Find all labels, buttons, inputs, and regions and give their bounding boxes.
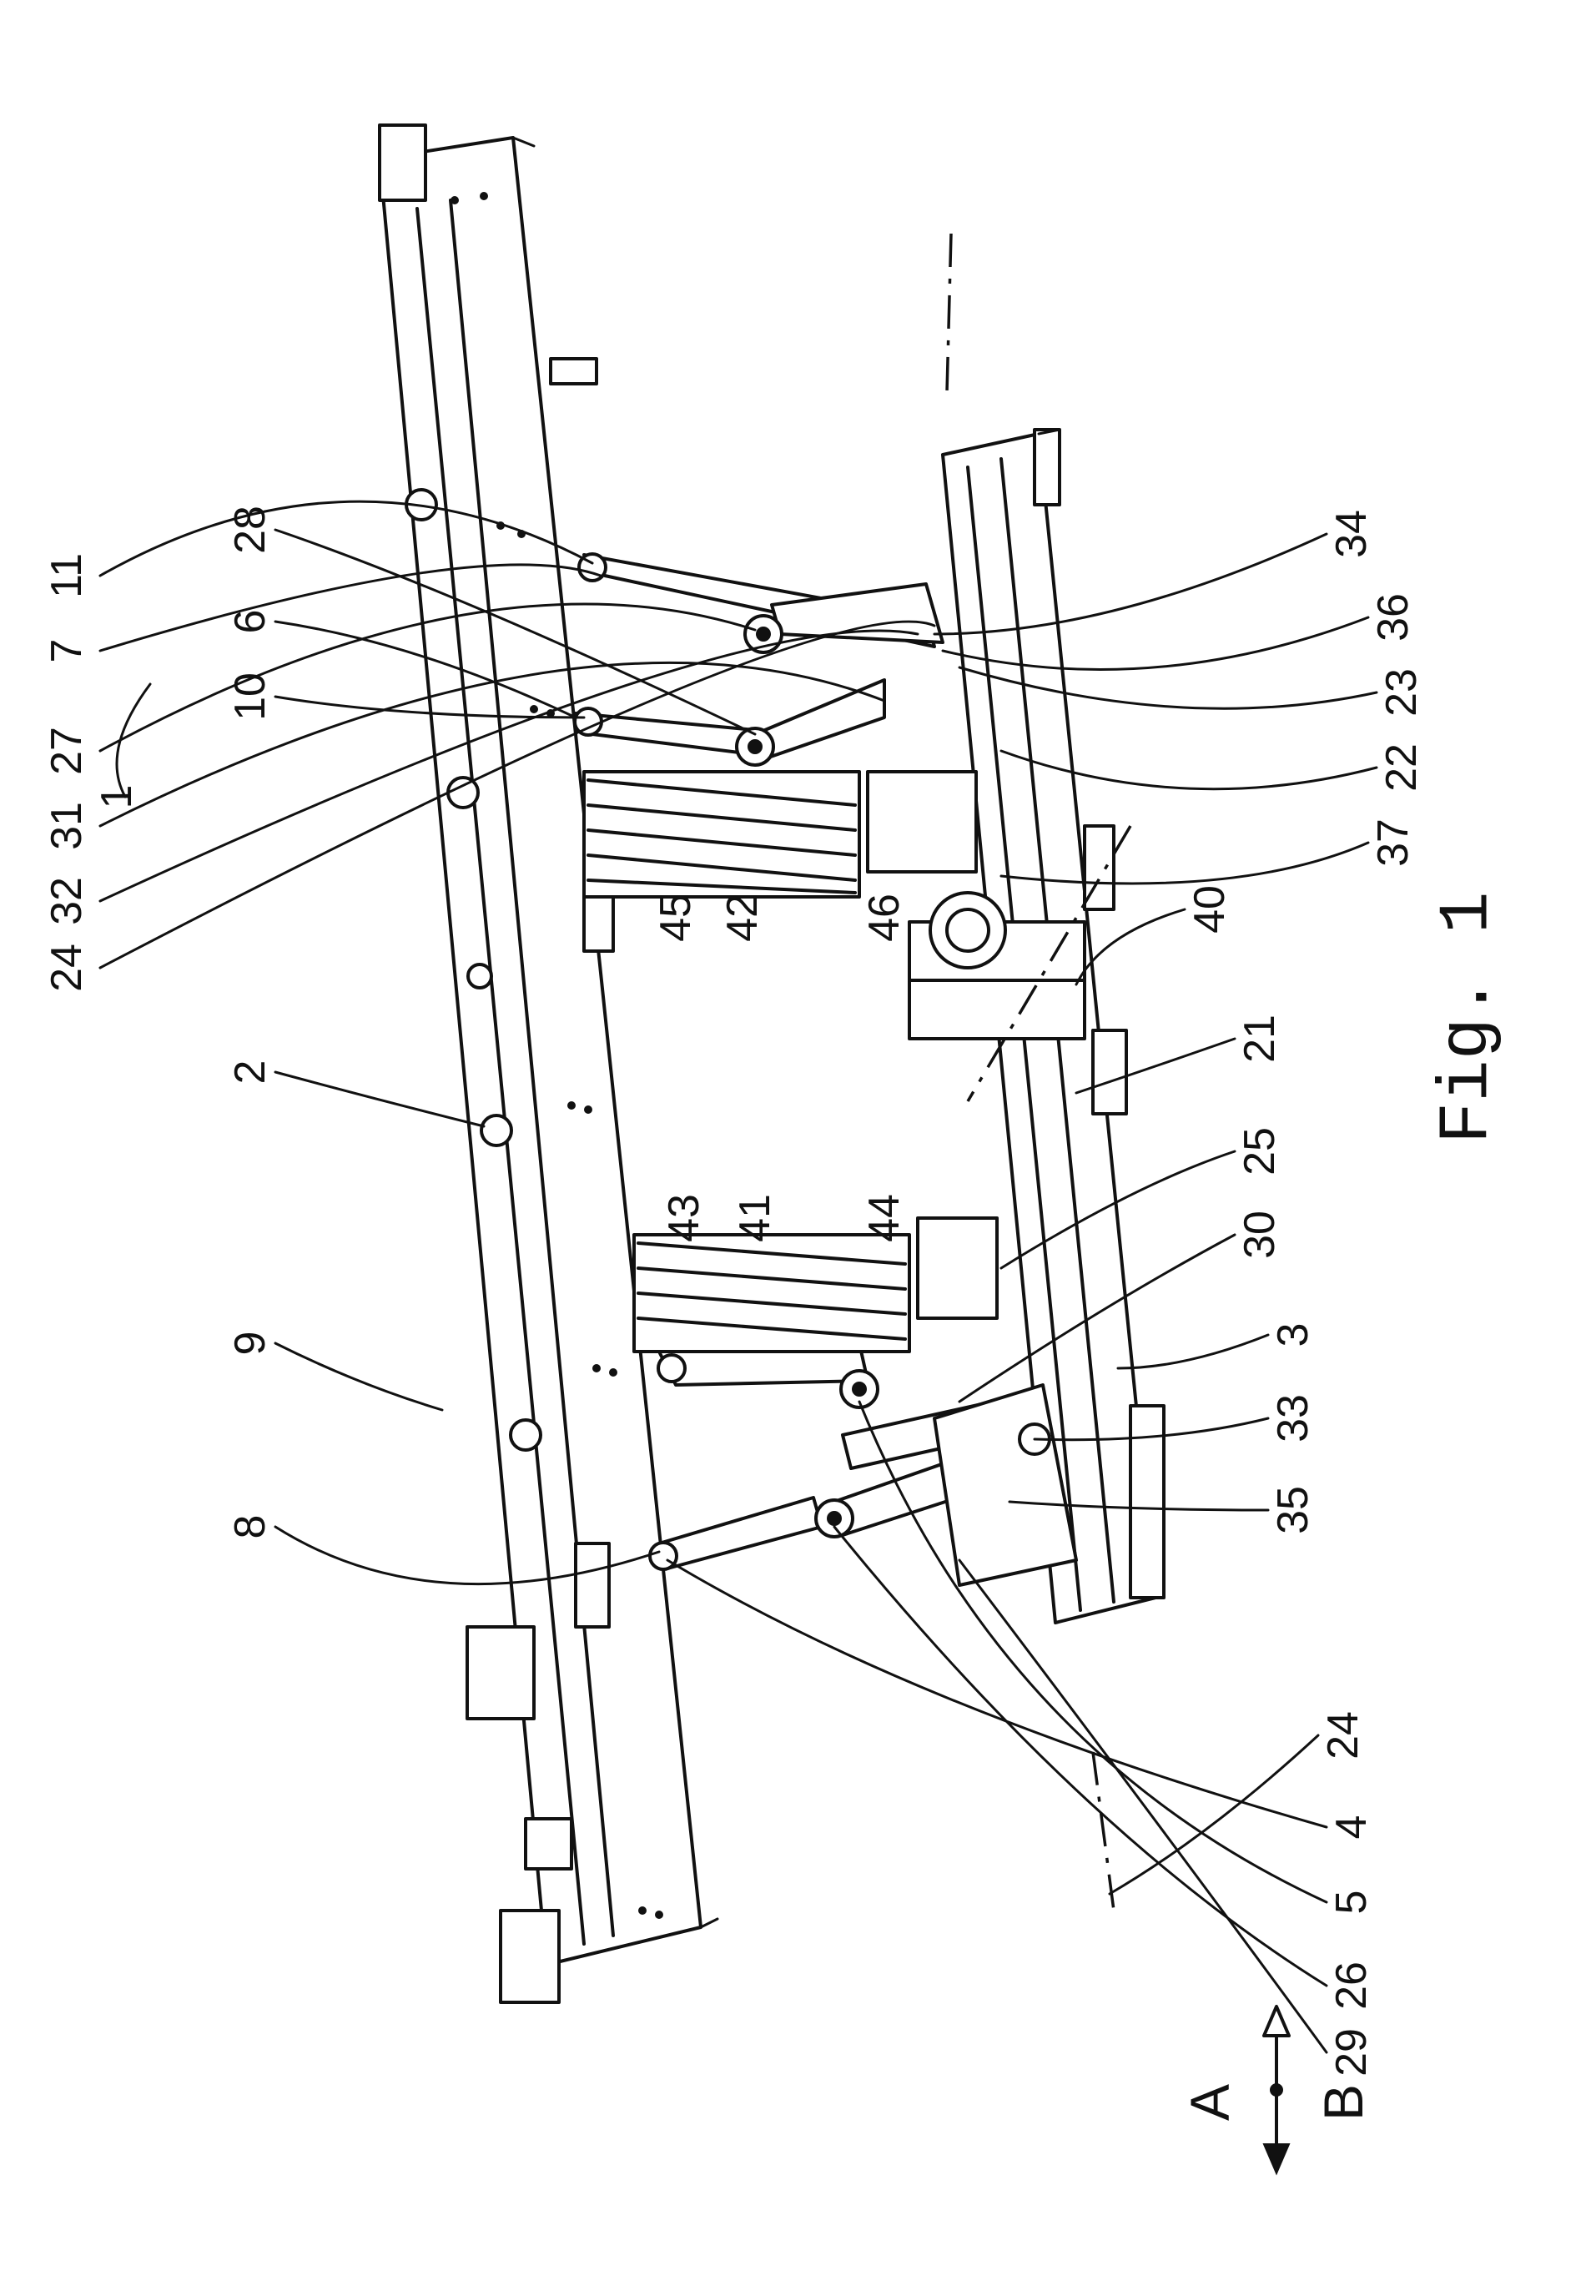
direction-label-b: B — [1312, 2084, 1374, 2121]
ref-37: 37 — [1369, 818, 1417, 867]
ref-46: 46 — [860, 894, 909, 942]
ref-26: 26 — [1327, 1961, 1376, 2010]
ref-27: 27 — [43, 727, 91, 775]
ref-2: 2 — [226, 1060, 274, 1085]
ref-21: 21 — [1236, 1015, 1284, 1063]
ref-4: 4 — [1327, 1815, 1376, 1840]
ref-41: 41 — [731, 1194, 779, 1242]
ref-42: 42 — [718, 894, 767, 942]
ref-30: 30 — [1236, 1211, 1284, 1259]
ref-33: 33 — [1269, 1394, 1317, 1443]
ref-22: 22 — [1377, 743, 1426, 792]
ref-5: 5 — [1327, 1891, 1376, 1915]
ref-36: 36 — [1369, 593, 1417, 642]
ref-43: 43 — [660, 1194, 708, 1242]
ref-25: 25 — [1236, 1127, 1284, 1176]
ref-10: 10 — [226, 672, 274, 721]
spring-42 — [584, 772, 859, 897]
damper-44 — [918, 1218, 997, 1318]
direction-label-a: A — [1179, 2084, 1241, 2121]
ref-8: 8 — [226, 1515, 274, 1539]
ref-34: 34 — [1327, 510, 1376, 558]
damper-46 — [868, 772, 976, 872]
upper-frame-beam — [380, 125, 717, 2002]
ref-3: 3 — [1269, 1323, 1317, 1347]
ref-1: 1 — [93, 785, 141, 809]
ref-28: 28 — [226, 506, 274, 554]
ref-11: 11 — [43, 553, 91, 598]
ref-35: 35 — [1269, 1486, 1317, 1534]
figure-caption: Fig. 1 — [1429, 892, 1508, 1144]
ref-9: 9 — [226, 1332, 274, 1356]
ref-31: 31 — [43, 802, 91, 850]
ref-45: 45 — [652, 894, 700, 942]
ref-29: 29 — [1327, 2028, 1376, 2077]
ref-24-bottom: 24 — [1319, 1711, 1367, 1760]
ref-6: 6 — [226, 610, 274, 634]
ref-24-top: 24 — [43, 944, 91, 992]
ref-7: 7 — [43, 639, 91, 663]
direction-arrow — [1264, 2006, 1289, 2173]
ref-23: 23 — [1377, 668, 1426, 717]
ref-44: 44 — [860, 1194, 909, 1242]
ref-32: 32 — [43, 877, 91, 925]
ref-40: 40 — [1186, 885, 1234, 934]
spring-41 — [634, 1235, 909, 1352]
